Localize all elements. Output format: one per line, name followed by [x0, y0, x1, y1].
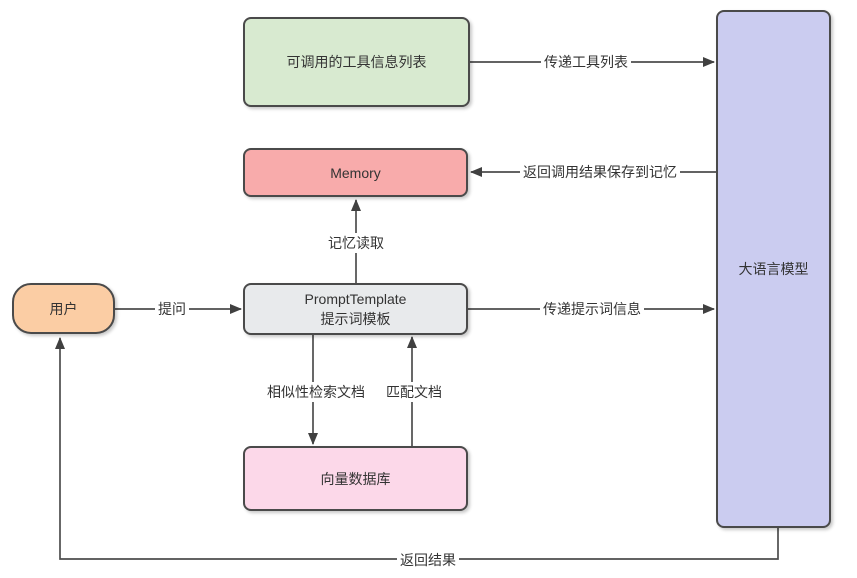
node-memory: Memory [243, 148, 468, 197]
node-user-label: 用户 [49, 300, 78, 317]
node-prompt-template-label-line1: PromptTemplate [304, 291, 407, 307]
node-memory-label: Memory [330, 164, 381, 181]
edge-label-similarity-search: 相似性检索文档 [264, 382, 368, 402]
edge-label-memory-read: 记忆读取 [325, 233, 387, 253]
edge-label-pass-tools: 传递工具列表 [541, 52, 631, 72]
edge-label-match-docs: 匹配文档 [383, 382, 445, 402]
node-prompt-template-label-line2: 提示词模板 [320, 311, 391, 327]
node-llm-label: 大语言模型 [738, 261, 809, 277]
node-llm: 大语言模型 [716, 10, 831, 528]
node-tools-list: 可调用的工具信息列表 [243, 17, 470, 107]
node-user: 用户 [12, 283, 115, 334]
node-vector-db: 向量数据库 [243, 446, 468, 511]
edge-label-return-result: 返回结果 [397, 550, 459, 570]
edge-label-save-to-memory: 返回调用结果保存到记忆 [520, 162, 680, 182]
node-vector-db-label: 向量数据库 [320, 470, 391, 487]
node-tools-list-label: 可调用的工具信息列表 [286, 54, 427, 70]
edge-label-ask: 提问 [155, 299, 189, 319]
node-prompt-template: PromptTemplate 提示词模板 [243, 283, 468, 335]
edge-label-pass-prompt: 传递提示词信息 [540, 299, 644, 319]
